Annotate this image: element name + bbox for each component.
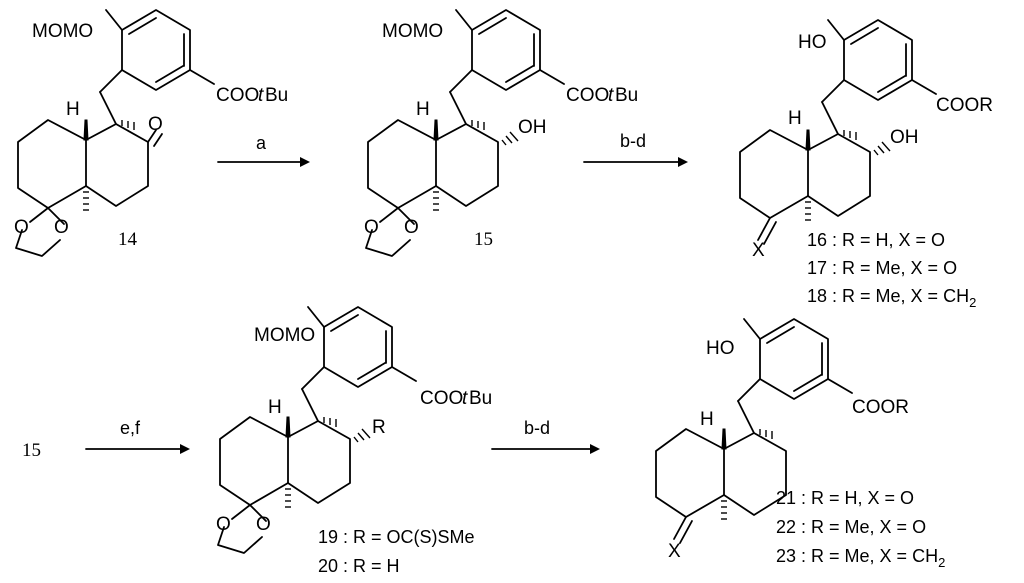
- label-23-sub: 2: [938, 555, 945, 570]
- label-18-main: 18 : R = Me, X = CH: [807, 286, 969, 306]
- compound-ref-15: 15: [22, 440, 41, 461]
- reagent-e-f: e,f: [120, 418, 141, 438]
- arrow-a: [217, 157, 310, 167]
- atom-x: X: [752, 240, 765, 261]
- compound-number-15: 15: [474, 229, 493, 250]
- reagent-a: a: [256, 133, 267, 153]
- compound-16-18: [739, 19, 937, 245]
- label-23: 23 : R = Me, X = CH2: [776, 546, 945, 570]
- compound-19-20: [217, 306, 417, 554]
- label-18: 18 : R = Me, X = CH2: [807, 286, 976, 310]
- atom-coor: COOR: [936, 95, 993, 116]
- atom-h: H: [788, 108, 802, 129]
- arrow-e-f: [85, 444, 190, 454]
- atom-momo: MOMO: [32, 21, 93, 42]
- reagent-b-d: b-d: [620, 131, 646, 151]
- compound-15: [365, 9, 565, 257]
- atom-coo: COO: [566, 85, 609, 106]
- atom-oh: OH: [518, 117, 547, 138]
- atom-bu: Bu: [469, 388, 492, 409]
- compound-21-23: [655, 318, 853, 544]
- atom-ho: HO: [706, 338, 735, 359]
- atom-h: H: [268, 397, 282, 418]
- atom-coo: COO: [420, 388, 463, 409]
- atom-h: H: [700, 409, 714, 430]
- atom-h: H: [66, 99, 80, 120]
- reagent-b-d-2: b-d: [524, 418, 550, 438]
- atom-o-ketal-2: O: [54, 217, 69, 238]
- atom-o-ketal-1: O: [14, 217, 29, 238]
- atom-r: R: [372, 417, 386, 438]
- atom-momo: MOMO: [382, 21, 443, 42]
- atom-x: X: [668, 541, 681, 562]
- label-16: 16 : R = H, X = O: [807, 230, 945, 250]
- atom-h: H: [416, 99, 430, 120]
- compound-14: [15, 9, 215, 257]
- arrow-b-d-top: [583, 157, 688, 167]
- atom-bu: Bu: [265, 85, 288, 106]
- atom-o-ketone: O: [148, 114, 163, 135]
- label-17: 17 : R = Me, X = O: [807, 258, 957, 278]
- label-20: 20 : R = H: [318, 556, 400, 576]
- label-22: 22 : R = Me, X = O: [776, 517, 926, 537]
- atom-o-ketal-2: O: [404, 217, 419, 238]
- atom-coo: COO: [216, 85, 259, 106]
- label-21: 21 : R = H, X = O: [776, 488, 914, 508]
- label-23-main: 23 : R = Me, X = CH: [776, 546, 938, 566]
- atom-ho: HO: [798, 32, 827, 53]
- atom-o-ketal-1: O: [216, 514, 231, 535]
- atom-t: t: [608, 85, 614, 106]
- atom-t: t: [258, 85, 264, 106]
- atom-momo: MOMO: [254, 325, 315, 346]
- atom-t: t: [462, 388, 468, 409]
- label-18-sub: 2: [969, 295, 976, 310]
- atom-bu: Bu: [615, 85, 638, 106]
- arrow-b-d-bottom: [491, 444, 600, 454]
- atom-o-ketal-1: O: [364, 217, 379, 238]
- compound-number-14: 14: [118, 229, 138, 250]
- label-19: 19 : R = OC(S)SMe: [318, 527, 475, 547]
- atom-o-ketal-2: O: [256, 514, 271, 535]
- atom-oh: OH: [890, 127, 919, 148]
- atom-coor: COOR: [852, 397, 909, 418]
